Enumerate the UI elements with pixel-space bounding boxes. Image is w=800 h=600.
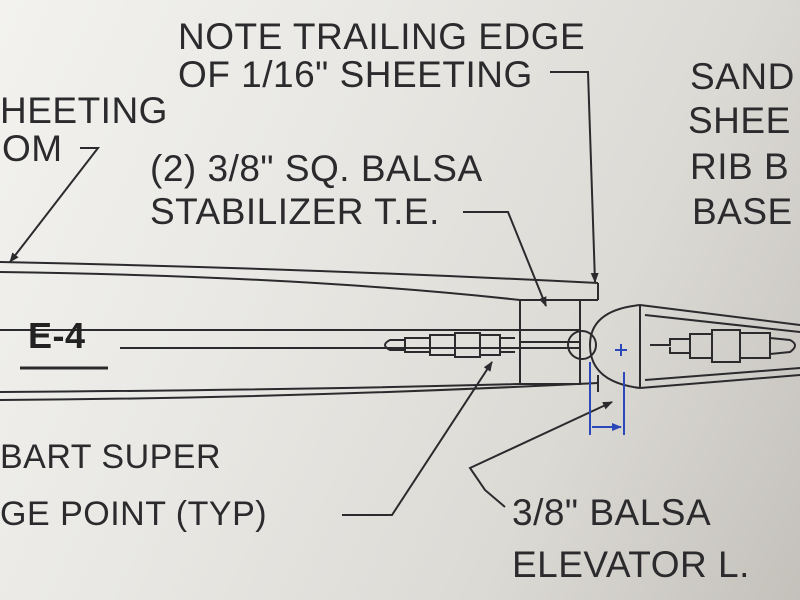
elevator-inner-bottom	[644, 367, 800, 381]
sand-line2: SHEE	[688, 100, 791, 141]
note-line2: OF 1/16" SHEETING	[178, 54, 533, 95]
elevator-top-surface	[639, 304, 800, 326]
sheeting-line2: OM	[2, 128, 63, 169]
sheeting-line1: HEETING	[0, 90, 168, 131]
elevator-leading-edge	[588, 304, 641, 389]
leader-note-trailing-edge	[550, 71, 599, 283]
leader-stab-te	[463, 211, 547, 307]
sand-line1: SAND	[690, 56, 795, 97]
stab-top-sheeting-inner	[0, 271, 598, 301]
stab-bottom-sheeting	[0, 382, 599, 401]
section-id-label: E-4	[28, 315, 86, 356]
stab-bottom-sheeting-inner	[0, 383, 521, 393]
elevator-inner-top	[644, 314, 800, 333]
elevator-hinge-point	[650, 329, 796, 363]
stab-te-line2: STABILIZER T.E.	[150, 191, 440, 232]
elevator-bottom-surface	[639, 374, 800, 389]
leader-hinge-point	[342, 361, 493, 516]
stab-top-sheeting	[0, 261, 599, 284]
hinge-line2: GE POINT (TYP)	[0, 495, 268, 533]
leader-sheeting-bottom	[9, 147, 101, 263]
elevator-line2: ELEVATOR L.	[512, 544, 750, 585]
hinge-line1: BART SUPER	[0, 438, 222, 476]
sand-line4: BASE	[692, 191, 793, 232]
stab-te-line1: (2) 3/8" SQ. BALSA	[150, 148, 483, 189]
leader-elevator-le	[468, 401, 613, 508]
hinge-circle	[567, 330, 597, 360]
elevator-line1: 3/8" BALSA	[512, 492, 712, 533]
sand-line3: RIB B	[690, 146, 790, 187]
note-line1: NOTE TRAILING EDGE	[178, 16, 586, 57]
